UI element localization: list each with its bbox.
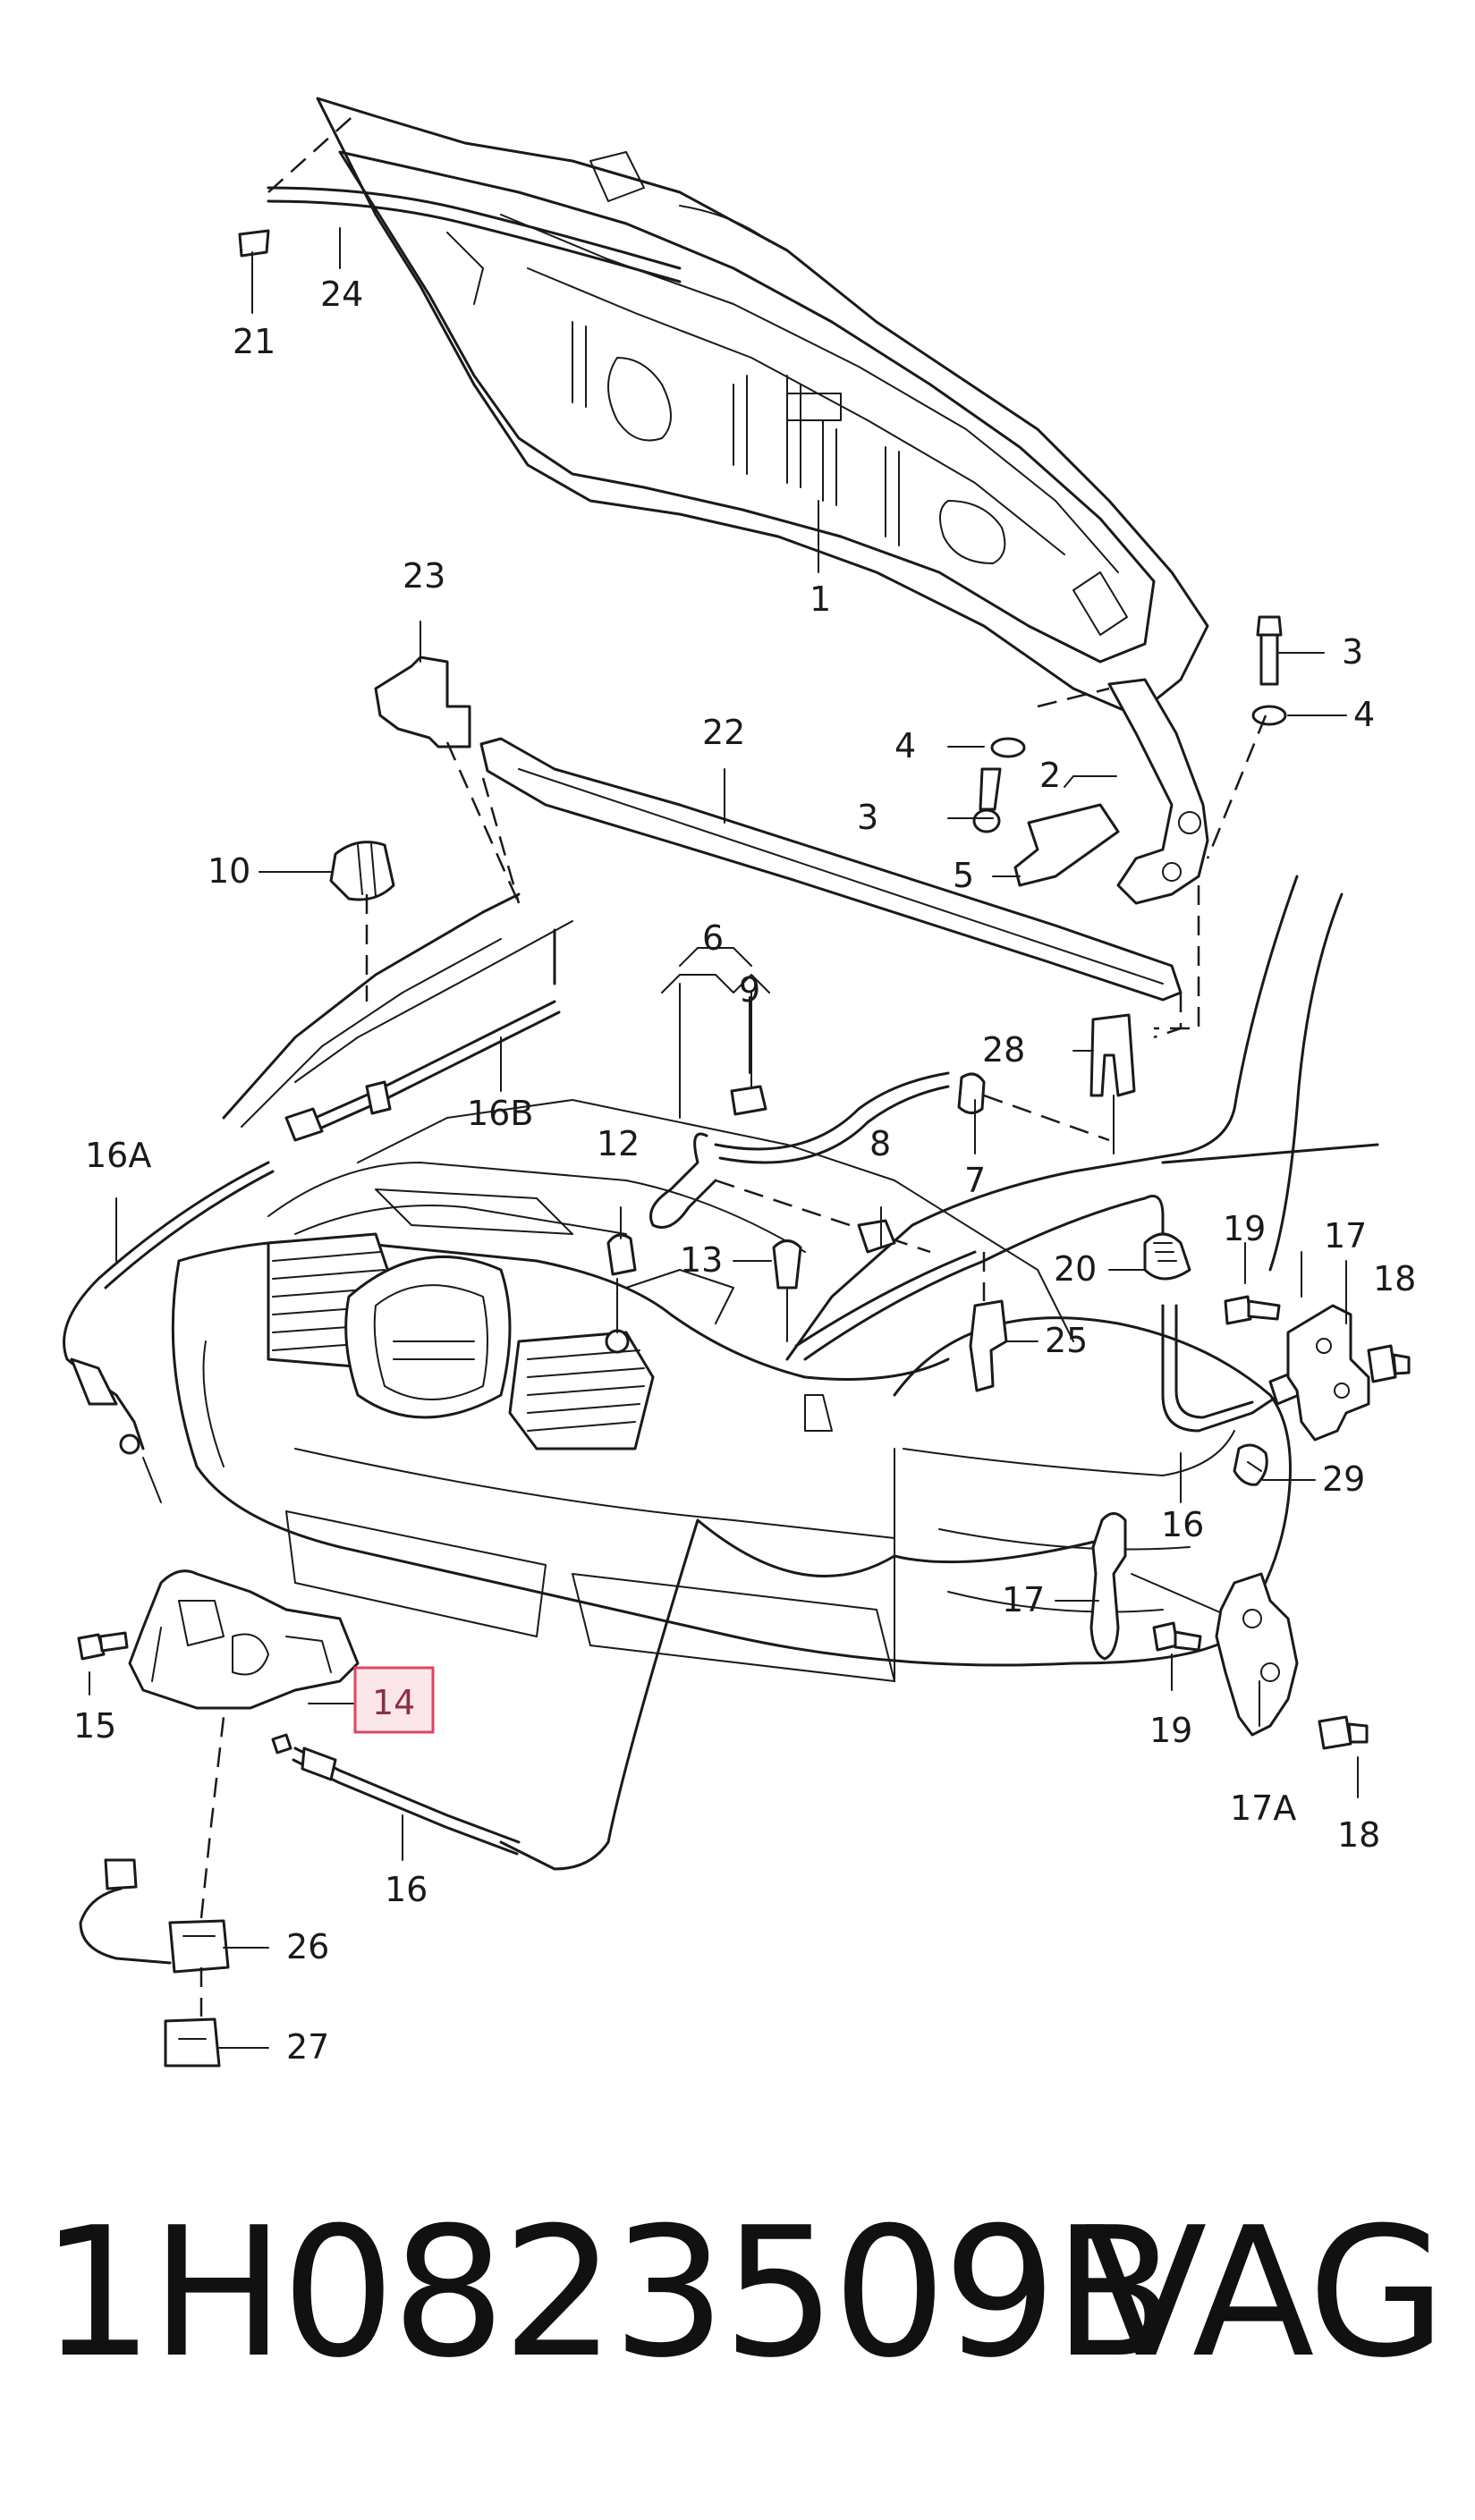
label-17A: 17A xyxy=(1230,1789,1296,1828)
latch-17A-drawing xyxy=(1089,1512,1369,1750)
label-3-upper: 3 xyxy=(1342,632,1363,672)
label-16A: 16A xyxy=(85,1136,151,1175)
bracket-23-drawing xyxy=(374,655,521,904)
washer-hose-drawing xyxy=(649,974,1110,1254)
label-12: 12 xyxy=(597,1124,640,1163)
highlight-box-14 xyxy=(353,1666,435,1734)
lock-carrier-panel-drawing xyxy=(479,737,1183,1039)
label-6: 6 xyxy=(702,918,724,958)
label-14: 14 xyxy=(372,1683,415,1722)
label-26: 26 xyxy=(286,1927,329,1966)
front-grille-drawing xyxy=(267,1232,655,1450)
label-15: 15 xyxy=(73,1706,116,1746)
label-7: 7 xyxy=(964,1161,986,1200)
label-20: 20 xyxy=(1054,1249,1097,1289)
label-10: 10 xyxy=(208,851,250,891)
label-19-lower: 19 xyxy=(1149,1711,1192,1750)
label-28: 28 xyxy=(982,1030,1025,1070)
clips-drawing xyxy=(605,1219,896,1354)
label-8: 8 xyxy=(869,1124,891,1163)
label-9: 9 xyxy=(739,970,760,1010)
label-21: 21 xyxy=(233,322,276,361)
cable-26-and-cover-27-drawing xyxy=(79,1716,230,2068)
label-17-lower: 17 xyxy=(1002,1580,1045,1619)
label-23: 23 xyxy=(403,556,445,596)
bonnet-drawing xyxy=(316,97,1209,717)
bonnet-stay-drawing xyxy=(284,1000,561,1142)
label-24: 24 xyxy=(320,275,363,314)
label-27: 27 xyxy=(286,2027,329,2067)
label-4-lower: 4 xyxy=(894,726,916,765)
bracket-28-drawing xyxy=(1089,1013,1136,1154)
label-29: 29 xyxy=(1322,1459,1365,1499)
label-17-upper: 17 xyxy=(1324,1216,1367,1256)
leader-lines xyxy=(89,227,1359,2049)
label-1: 1 xyxy=(810,579,831,619)
label-4-upper: 4 xyxy=(1353,695,1375,734)
label-13: 13 xyxy=(680,1240,723,1280)
label-16-left: 16 xyxy=(385,1870,428,1909)
label-19-upper: 19 xyxy=(1223,1209,1266,1248)
label-2: 2 xyxy=(1039,756,1061,795)
release-cable-16A-drawing xyxy=(63,1161,275,1503)
part-number: 1H0823509B xyxy=(40,2189,1176,2397)
label-5: 5 xyxy=(953,856,974,895)
bonnet-seal-drawing xyxy=(238,111,682,283)
buffer-10-drawing xyxy=(329,841,395,1002)
release-cable-16-drawing xyxy=(499,1195,1301,1871)
label-25: 25 xyxy=(1045,1321,1088,1360)
latch-17-upper-drawing xyxy=(1224,1295,1411,1442)
hinge-assembly-drawing xyxy=(972,615,1287,1030)
guide-25-drawing xyxy=(969,1252,1008,1392)
clip-29-drawing xyxy=(1233,1443,1268,1486)
engine-bay-drawing xyxy=(267,1099,1074,1342)
label-16-right: 16 xyxy=(1161,1505,1204,1544)
label-16B: 16B xyxy=(467,1094,533,1133)
label-3-lower: 3 xyxy=(857,798,878,837)
label-18-upper: 18 xyxy=(1373,1259,1416,1298)
callout-labels: 1 2 3 3 4 4 5 6 7 8 9 10 12 13 14 15 16 … xyxy=(73,275,1416,2067)
label-22: 22 xyxy=(702,713,745,752)
brand-name: VAG xyxy=(1084,2189,1446,2397)
bonnet-lock-14-drawing xyxy=(77,1569,521,1856)
label-18-lower: 18 xyxy=(1337,1815,1380,1855)
